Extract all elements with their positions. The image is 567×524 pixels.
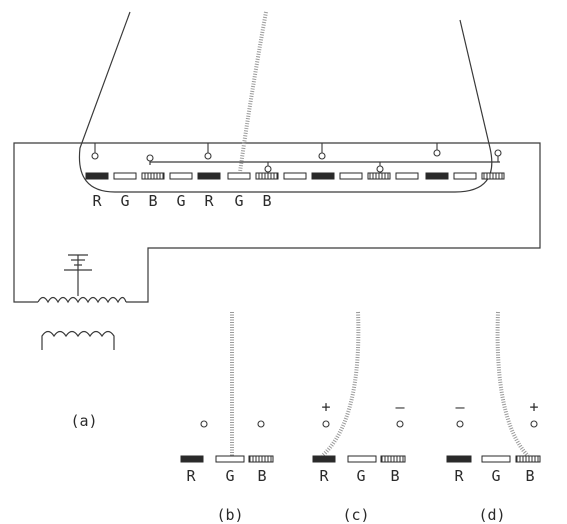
stripe-label: R	[92, 192, 102, 210]
polarity-c-right: –	[395, 398, 405, 416]
stripe-b-r	[180, 455, 204, 463]
stripe-d-g	[481, 455, 511, 463]
stripe-b-b	[248, 455, 274, 463]
transformer-coil-primary	[37, 296, 127, 304]
subfigure-b: R G B (b)	[180, 312, 274, 524]
polarity-c-left: +	[321, 398, 330, 416]
stripe-c-b	[380, 455, 406, 463]
electron-beam-d	[495, 311, 530, 458]
sub-d-label-b: B	[525, 467, 534, 485]
sub-c-label-b: B	[390, 467, 399, 485]
polarity-d-left: –	[455, 398, 465, 416]
grid-wires-upper	[91, 143, 441, 160]
caption-b: (b)	[216, 506, 243, 524]
stripe-labels: R G B G R G B	[92, 192, 271, 210]
electron-beam-c	[320, 311, 361, 458]
electron-beam	[238, 11, 268, 173]
grid-wire-b-left	[200, 420, 208, 428]
caption-a: (a)	[70, 412, 97, 430]
sub-b-label-g: G	[225, 467, 234, 485]
grid-wire-c-left	[322, 420, 330, 428]
polarity-d-right: +	[529, 398, 538, 416]
stripe-c-g	[347, 455, 377, 463]
stripe-d-r	[446, 455, 472, 463]
sub-d-label-r: R	[454, 467, 464, 485]
grid-bus-lower	[149, 161, 500, 165]
stripe-label: R	[204, 192, 214, 210]
sub-c-label-g: G	[356, 467, 365, 485]
ground-icon	[64, 254, 92, 296]
stripe-label: G	[120, 192, 129, 210]
sub-c-label-r: R	[319, 467, 329, 485]
stripe-d-b	[515, 455, 541, 463]
circuit-wire	[13, 142, 541, 303]
subfigure-c: + – R G B (c)	[312, 311, 406, 524]
grid-wire-c-right	[396, 420, 404, 428]
sub-b-label-r: R	[186, 467, 196, 485]
grid-wire-b-right	[257, 420, 265, 428]
caption-c: (c)	[342, 506, 369, 524]
sub-d-label-g: G	[491, 467, 500, 485]
grid-wire-d-right	[530, 420, 538, 428]
transformer-coil-secondary	[41, 330, 115, 350]
stripe-label: B	[148, 192, 157, 210]
phosphor-stripes	[85, 172, 505, 180]
stripe-c-r	[312, 455, 336, 463]
sub-b-label-b: B	[257, 467, 266, 485]
subfigure-d: – + R G B (d)	[446, 311, 541, 524]
grid-wires-lower	[146, 149, 502, 173]
grid-wire-d-left	[456, 420, 464, 428]
tube-envelope	[78, 11, 493, 193]
stripe-label: G	[234, 192, 243, 210]
stripe-label: B	[262, 192, 271, 210]
caption-d: (d)	[478, 506, 505, 524]
stripe-label: G	[176, 192, 185, 210]
stripe-b-g	[215, 455, 245, 463]
